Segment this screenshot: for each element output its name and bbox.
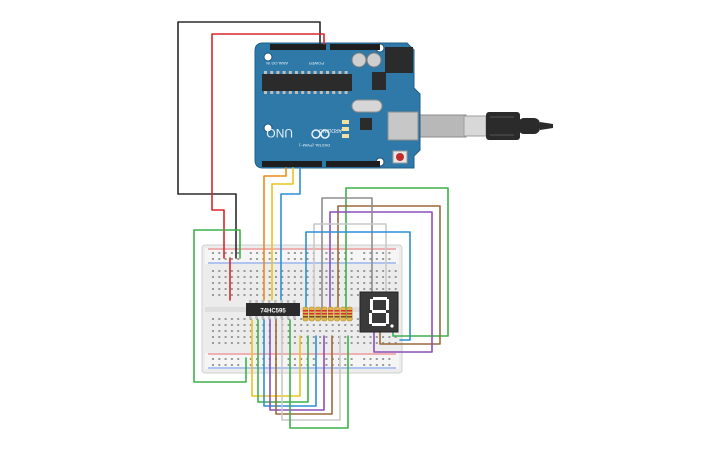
wire-seg-e[interactable] [313,223,387,319]
pin-headers[interactable] [262,44,380,167]
bottom-power-rail [205,353,399,369]
wire-gnd[interactable] [177,21,321,259]
wire-sr-q7[interactable] [289,319,349,429]
resistor[interactable] [334,306,340,322]
wire-clock[interactable] [271,167,294,301]
arduino-uno[interactable]: UNO ARDUINO POWER ANALOG IN DIGITAL (PWM… [254,42,553,169]
wire-sr-q6[interactable] [281,319,341,421]
resistor[interactable] [315,306,321,322]
top-power-rail [205,248,399,264]
atmega-chip-pins [264,71,348,94]
analog-header-label: ANALOG IN [266,61,288,66]
wire-gnd-rail[interactable] [193,229,247,383]
usb-ic [360,118,372,130]
led [342,127,349,131]
arduino-infinity-logo [311,129,330,139]
resistor[interactable] [346,306,353,322]
wire-5v[interactable] [211,33,325,259]
mounting-hole [263,52,273,62]
wire-sr-q5[interactable] [275,319,333,415]
wire-data[interactable] [263,167,287,301]
power-jack [385,47,413,73]
wire-sr-q4[interactable] [269,319,325,411]
mounting-hole [263,123,273,133]
wire-latch[interactable] [280,167,301,301]
seven-segment-digit [369,297,394,328]
resistor[interactable] [327,306,334,322]
atmega-chip [262,74,352,91]
center-channel [205,307,399,312]
crystal-oscillator [351,99,383,113]
capacitor [351,52,367,68]
breadboard-holes [212,252,397,366]
wire-seg-d[interactable] [321,197,373,319]
usb-port [387,111,419,141]
resistor[interactable] [302,306,309,322]
power-header-label: POWER [309,61,324,66]
wire-sr-q2[interactable] [257,319,309,403]
led [342,134,349,138]
resistor[interactable] [340,306,347,322]
wire-seg-f[interactable] [305,231,411,341]
wire-seg-a[interactable] [345,187,449,337]
reset-button-cap[interactable] [396,153,404,161]
shift-register-chip[interactable]: 74HC595 [246,300,300,319]
shift-register-label: 74HC595 [260,309,286,315]
shift-register-pins [249,300,296,319]
uno-logo-text: UNO [266,126,293,140]
capacitor [366,52,382,68]
wire-seg-c[interactable] [329,211,433,353]
led [342,120,349,124]
wires[interactable] [177,21,449,429]
digital-header-label: DIGITAL (PWM~) [298,143,330,148]
resistor-array[interactable] [302,306,353,322]
voltage-regulator [372,72,386,90]
seven-segment-display[interactable] [359,291,399,333]
resistor[interactable] [309,306,315,322]
resistor[interactable] [321,306,328,322]
arduino-brand-text: ARDUINO [319,127,342,133]
